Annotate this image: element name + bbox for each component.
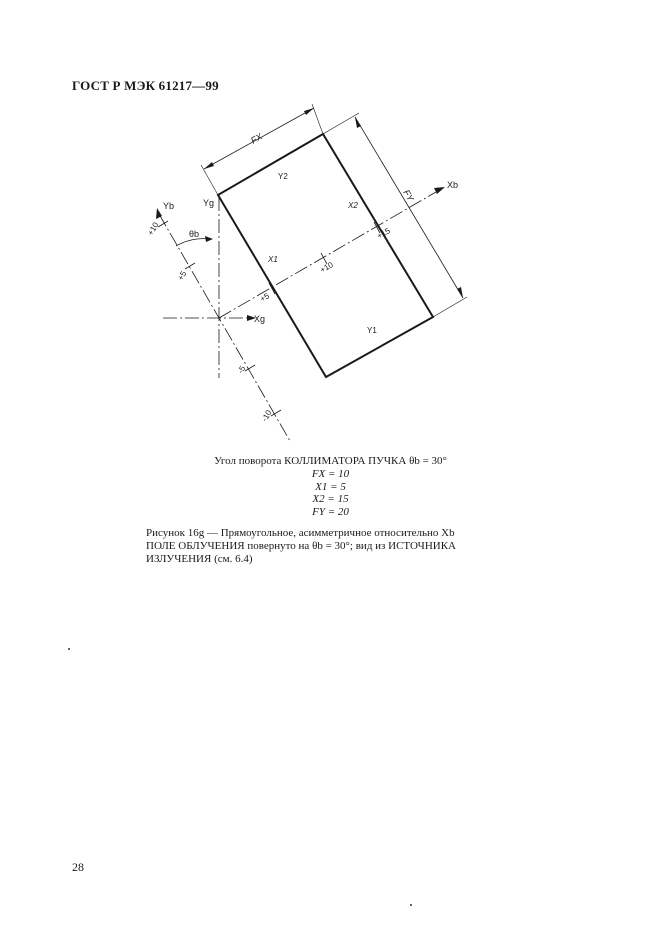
caption-x1: X1 = 5 <box>315 480 346 493</box>
y2-label: Y2 <box>278 172 288 181</box>
caption-rotation-line: Угол поворота КОЛЛИМАТОРА ПУЧКА θb = 30° <box>214 455 447 467</box>
xg-arrow <box>247 315 256 321</box>
yb-tick-p5 <box>184 262 196 270</box>
yb-tick-m5 <box>244 364 256 372</box>
fy-extension-bottom <box>432 296 468 318</box>
radiation-field-rectangle <box>216 132 435 379</box>
document-header: ГОСТ Р МЭК 61217—99 <box>72 78 219 93</box>
xb-label: Xb <box>447 180 458 190</box>
yb-tick-label-p10: +10 <box>146 220 161 237</box>
caption-fx: FX = 10 <box>311 468 350 480</box>
xb-arrow <box>434 187 445 194</box>
yb-tick-label-m10: -10 <box>260 408 274 423</box>
figure-title: Рисунок 16g — Прямоугольное, асимметричн… <box>146 527 456 565</box>
theta-arrow <box>205 236 213 242</box>
caption-fy: FY = 20 <box>312 505 349 518</box>
xb-tick-p5 <box>268 282 276 295</box>
xg-label: Xg <box>254 314 265 324</box>
theta-arc <box>175 238 211 247</box>
yb-tick-label-m5: -5 <box>236 364 248 375</box>
yb-tick-label-p5: +5 <box>176 269 189 282</box>
fx-label: FX <box>249 131 265 146</box>
speck <box>410 904 412 906</box>
fx-dimension-line <box>203 107 315 170</box>
x2-label: X2 <box>347 201 358 210</box>
yb-tick-p10 <box>157 220 169 228</box>
fx-extension-left <box>200 164 219 196</box>
xb-tick-label-p10: +10 <box>319 260 336 275</box>
y1-label: Y1 <box>367 326 377 335</box>
fx-extension-right <box>311 103 324 135</box>
yb-axis <box>158 213 291 442</box>
fy-extension-top <box>322 112 360 135</box>
yg-label: Yg <box>203 198 214 208</box>
fy-label: FY <box>401 188 416 204</box>
caption-x2: X2 = 15 <box>312 493 349 505</box>
xb-tick-p15 <box>373 221 381 234</box>
x1-label: X1 <box>267 255 278 264</box>
yb-arrow <box>156 208 162 219</box>
page-number: 28 <box>72 860 84 874</box>
xb-tick-label-p15: +15 <box>376 226 393 241</box>
speck <box>68 648 70 650</box>
yb-tick-m10 <box>270 409 282 417</box>
xb-tick-label-p5: +5 <box>259 291 272 304</box>
xb-tick-p10 <box>320 252 328 265</box>
yb-label: Yb <box>163 201 174 211</box>
xb-axis <box>218 191 437 319</box>
fy-dimension-line <box>354 116 464 299</box>
caption-parameters: FX = 10 X1 = 5 X2 = 15 FY = 20 <box>0 468 661 518</box>
theta-label: θb <box>189 229 199 239</box>
